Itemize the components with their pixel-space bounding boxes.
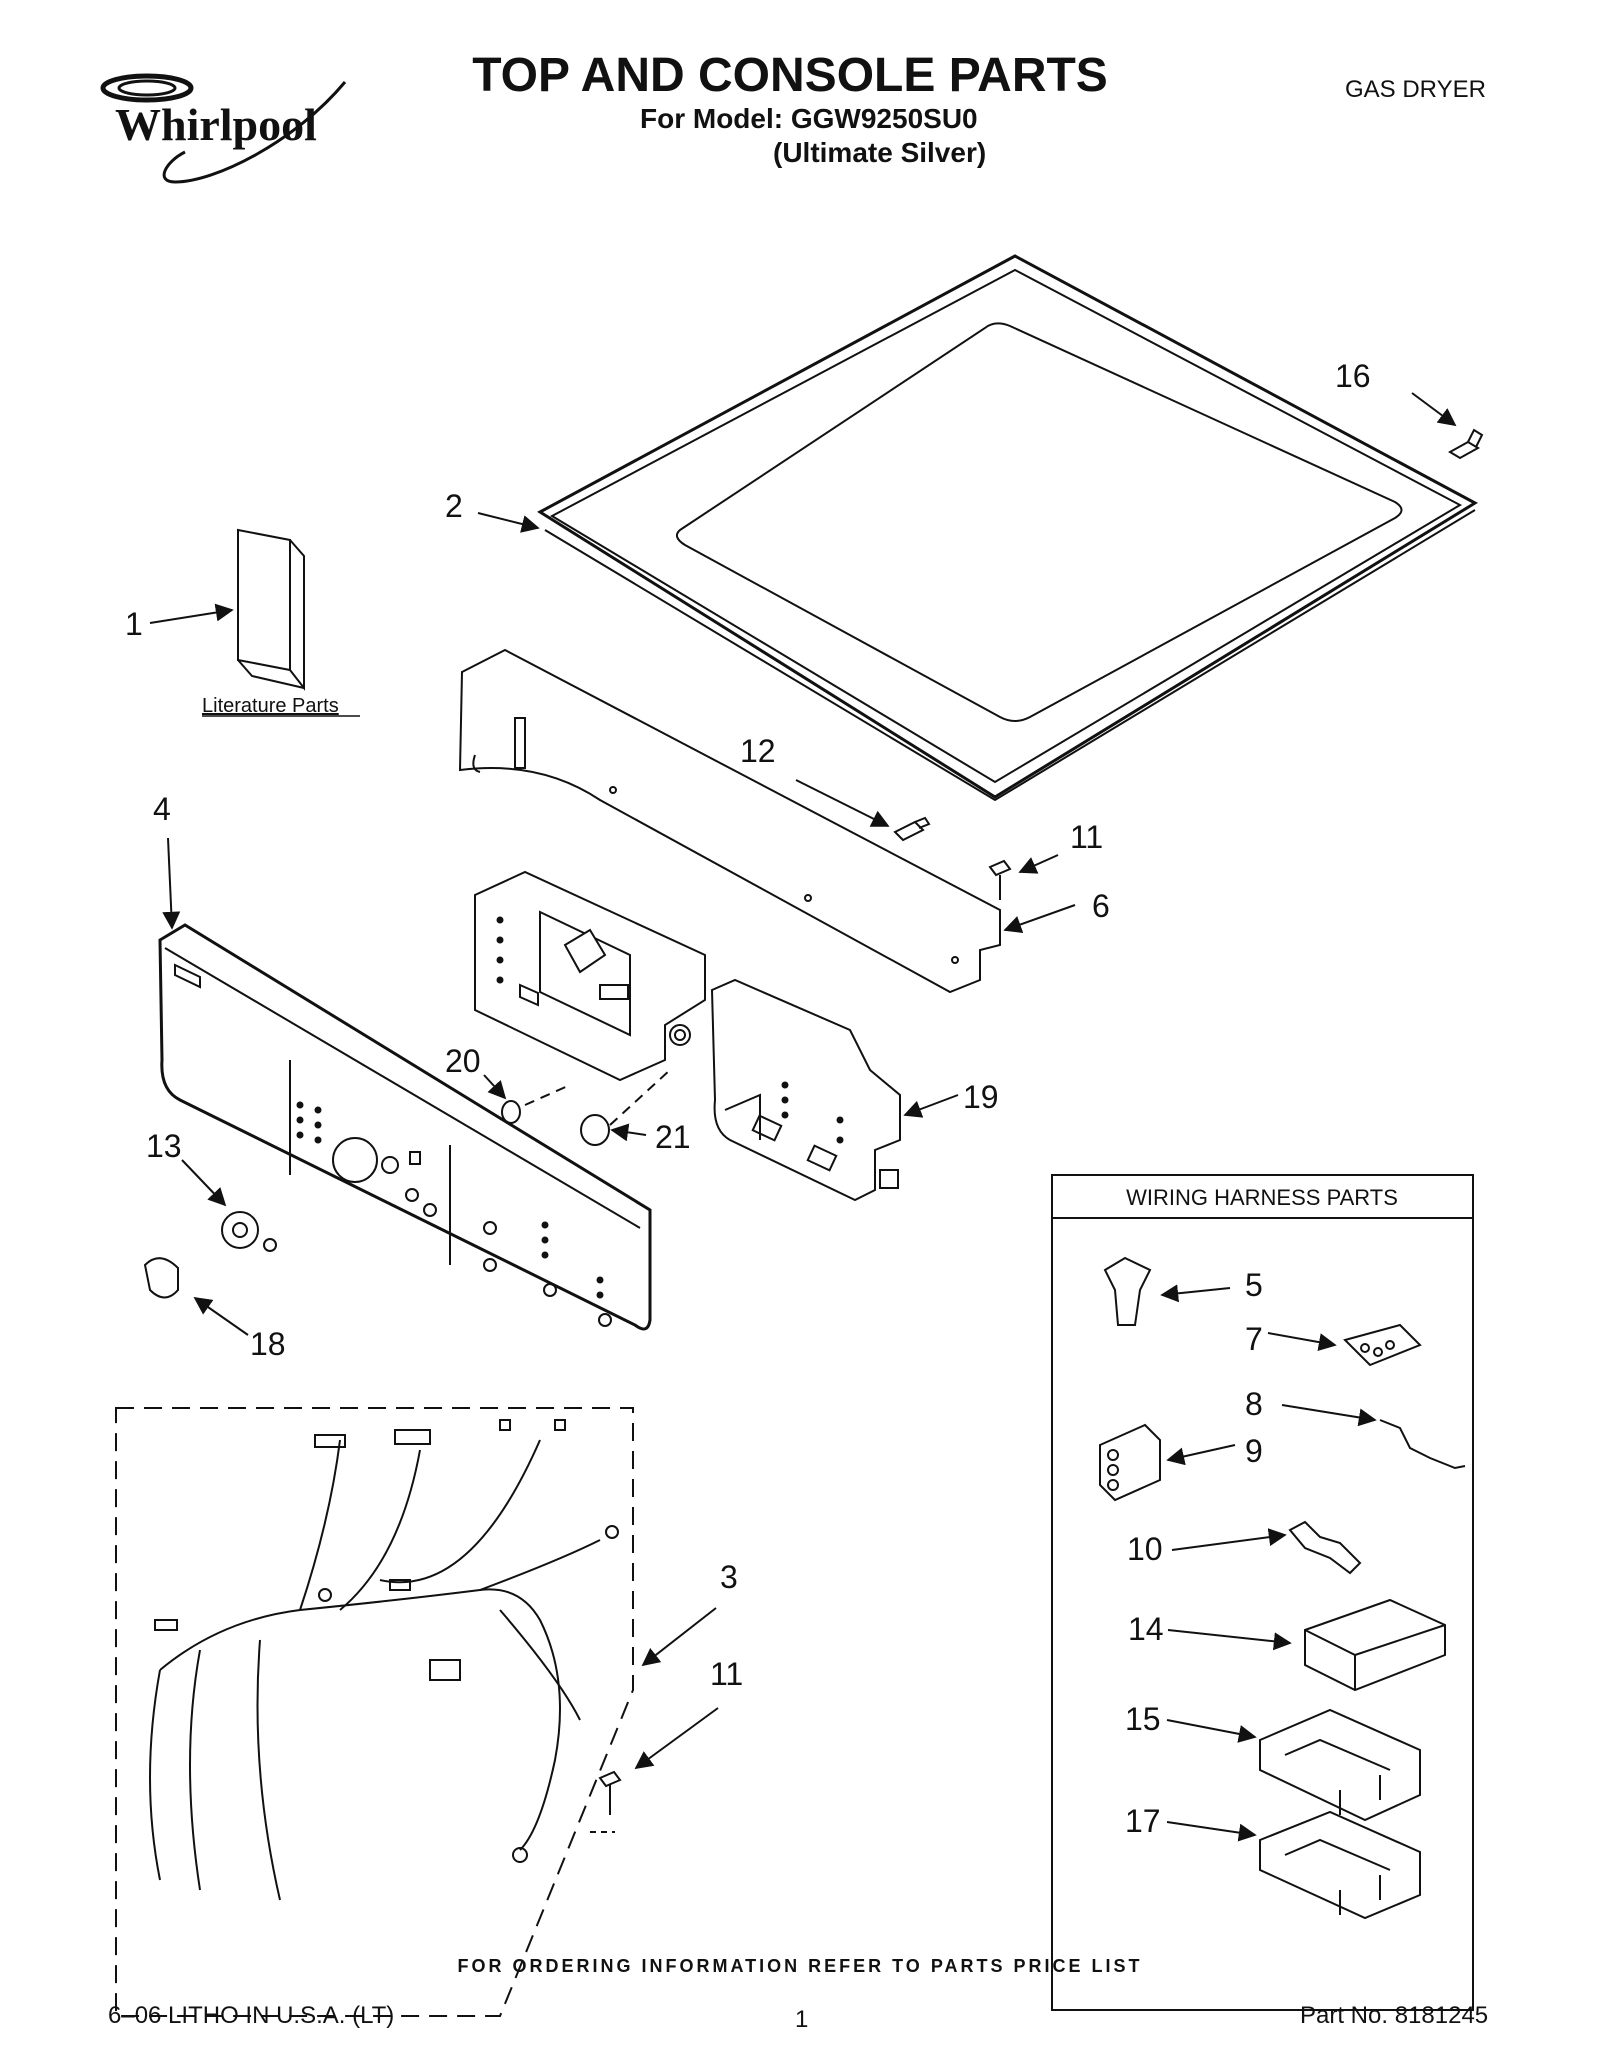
control-housing bbox=[710, 978, 901, 1202]
callout-20: 20 bbox=[445, 1043, 481, 1079]
brand-wordmark: Whirlpool bbox=[115, 99, 317, 150]
wiring-harness-parts-box bbox=[1051, 1174, 1474, 2011]
console-panel bbox=[158, 923, 652, 1331]
callout-18: 18 bbox=[250, 1326, 286, 1362]
part-number: Part No. 8181245 bbox=[1300, 2002, 1489, 2029]
button-20 bbox=[501, 1100, 521, 1124]
literature-booklet bbox=[237, 528, 305, 691]
console-ui-board bbox=[474, 870, 706, 1082]
knob-18 bbox=[143, 1257, 179, 1299]
connector-9 bbox=[1099, 1423, 1161, 1502]
callout-6: 6 bbox=[1092, 888, 1110, 924]
callout-19: 19 bbox=[963, 1079, 999, 1115]
callout-5: 5 bbox=[1245, 1267, 1263, 1303]
leader-arrows bbox=[149, 392, 1457, 1842]
connector-14 bbox=[1304, 1598, 1446, 1692]
callout-4: 4 bbox=[153, 791, 171, 827]
callout-7: 7 bbox=[1245, 1321, 1263, 1357]
whirlpool-logo: Whirlpool bbox=[95, 62, 355, 192]
wiring-harness-area bbox=[115, 1407, 634, 2017]
callout-13: 13 bbox=[146, 1128, 182, 1164]
litho-note: 6–06 LITHO IN U.S.A. (LT) bbox=[108, 2002, 395, 2029]
knob-ring-13 bbox=[221, 1211, 277, 1252]
connector-17 bbox=[1259, 1810, 1421, 1920]
harness-clip-5 bbox=[1103, 1256, 1152, 1326]
callout-14: 14 bbox=[1128, 1611, 1164, 1647]
callout-3: 3 bbox=[720, 1559, 738, 1595]
callout-11-upper: 11 bbox=[1070, 819, 1103, 855]
console-bracket bbox=[458, 648, 1001, 994]
terminal-8 bbox=[1379, 1419, 1466, 1470]
top-panel bbox=[537, 254, 1479, 802]
screw-11-upper bbox=[988, 859, 1012, 900]
page-title: TOP AND CONSOLE PARTS bbox=[472, 49, 1108, 102]
literature-parts-label: Literature Parts bbox=[202, 695, 339, 717]
connector-7 bbox=[1343, 1323, 1422, 1367]
callout-21: 21 bbox=[655, 1119, 691, 1155]
screw-12 bbox=[893, 816, 931, 842]
callout-16: 16 bbox=[1335, 358, 1371, 394]
callout-10: 10 bbox=[1127, 1531, 1163, 1567]
connector-15 bbox=[1259, 1708, 1421, 1822]
page-number: 1 bbox=[795, 2006, 809, 2033]
callout-8: 8 bbox=[1245, 1386, 1263, 1422]
callout-17: 17 bbox=[1125, 1803, 1161, 1839]
screw-16 bbox=[1448, 428, 1484, 460]
screw-11-lower bbox=[590, 1770, 622, 1833]
callout-12: 12 bbox=[740, 733, 776, 769]
appliance-type: GAS DRYER bbox=[1345, 76, 1486, 103]
callout-11-lower: 11 bbox=[710, 1656, 743, 1692]
wiring-harness-box-title: WIRING HARNESS PARTS bbox=[1126, 1185, 1398, 1210]
callout-15: 15 bbox=[1125, 1701, 1161, 1737]
callout-1: 1 bbox=[125, 606, 143, 642]
callout-2: 2 bbox=[445, 488, 463, 524]
button-21 bbox=[580, 1114, 610, 1146]
variant-line: (Ultimate Silver) bbox=[773, 137, 987, 168]
model-line: For Model: GGW9250SU0 bbox=[640, 103, 978, 134]
terminal-10 bbox=[1288, 1520, 1362, 1575]
ordering-note: FOR ORDERING INFORMATION REFER TO PARTS … bbox=[457, 1956, 1143, 1976]
callout-9: 9 bbox=[1245, 1433, 1263, 1469]
